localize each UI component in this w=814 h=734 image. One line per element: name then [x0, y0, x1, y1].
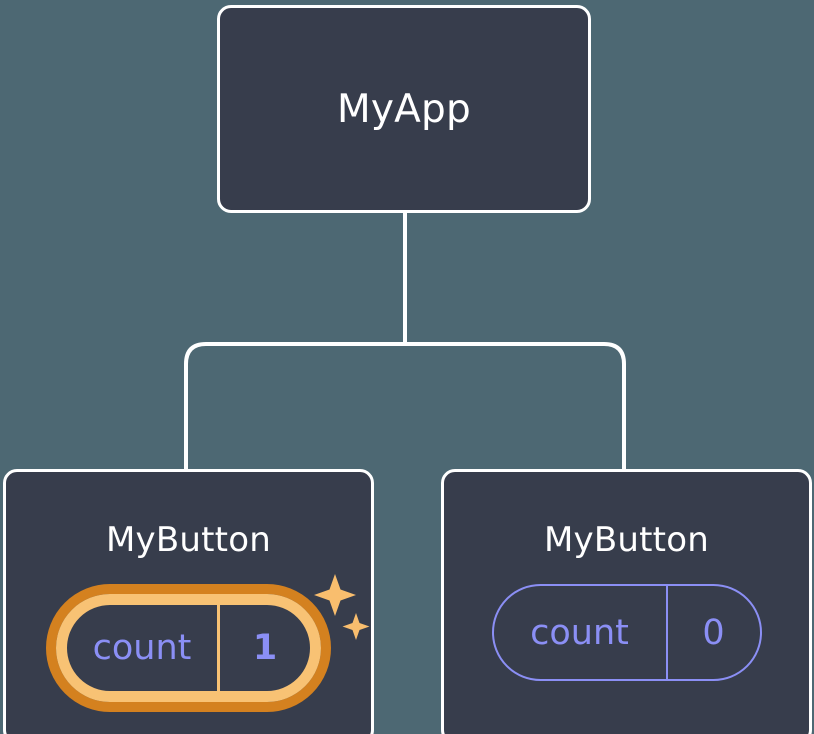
node-mybutton-right[interactable]: MyButton count 0 — [441, 469, 812, 734]
node-myapp-title: MyApp — [337, 86, 471, 132]
state-value-label: 0 — [665, 586, 760, 679]
sparkle-group — [314, 574, 370, 640]
state-pill-wrapper-left: count 1 — [46, 574, 370, 712]
state-pill-wrapper-right: count 0 — [491, 584, 762, 681]
state-value-label: 1 — [217, 605, 310, 691]
state-pill-count-plain[interactable]: count 0 — [491, 584, 762, 681]
node-mybutton-left[interactable]: MyButton count 1 — [3, 469, 374, 734]
state-pill-count-highlighted[interactable]: count 1 — [46, 584, 331, 712]
node-mybutton-right-title: MyButton — [544, 520, 709, 560]
sparkle-small-icon — [342, 613, 370, 640]
state-key-label: count — [92, 628, 192, 668]
node-mybutton-left-title: MyButton — [106, 520, 271, 560]
state-key-label: count — [530, 612, 629, 653]
sparkle-large-icon — [314, 574, 356, 616]
state-pill-inner-ring: count 1 — [56, 594, 321, 702]
node-myapp[interactable]: MyApp — [217, 5, 591, 213]
